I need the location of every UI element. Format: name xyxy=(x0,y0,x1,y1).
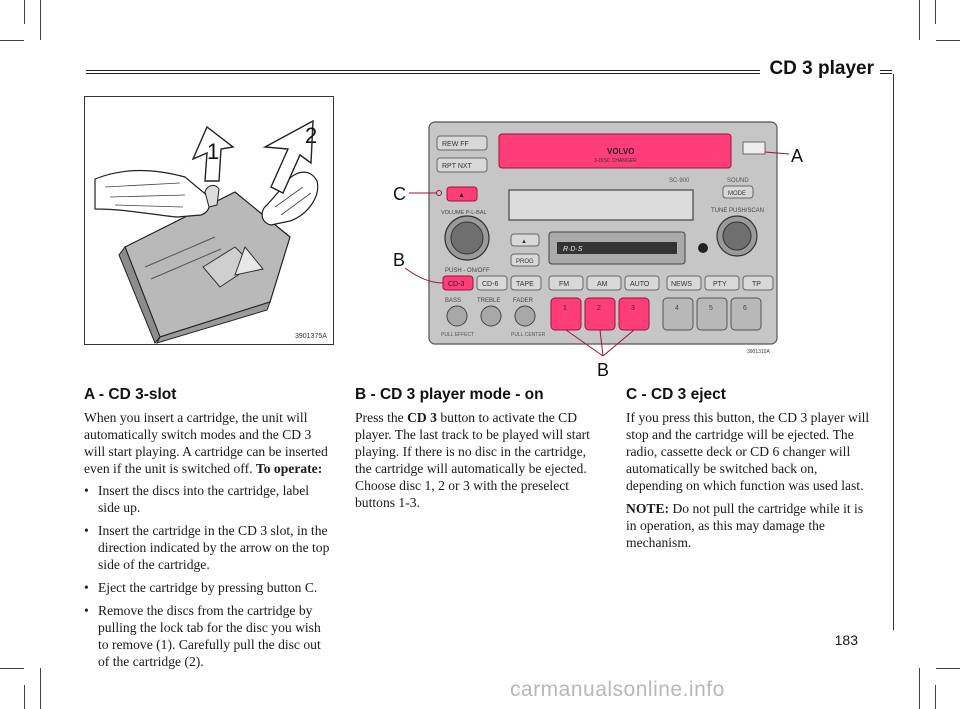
rew-ff-label: REW FF xyxy=(442,141,469,148)
mode-button-label: FM xyxy=(559,281,569,288)
figure-label-two: 2 xyxy=(305,123,317,148)
section-c-note: NOTE: Do not pull the cartridge while it… xyxy=(626,500,876,551)
callout-b-bottom: B xyxy=(597,360,609,380)
section-c: C - CD 3 eject If you press this button,… xyxy=(626,386,876,551)
eject-c-symbol: ▲ xyxy=(458,192,465,199)
tune-label: TUNE PUSH/SCAN xyxy=(711,208,764,214)
pull-label: PULL EFFECT xyxy=(441,332,474,338)
list-item: Remove the discs from the cartridge by p… xyxy=(84,602,330,670)
cartridge-illustration: 1 2 3901375A xyxy=(84,96,334,345)
section-a-intro: When you insert a cartridge, the unit wi… xyxy=(84,409,330,477)
rpt-nxt-label: RPT NXT xyxy=(442,163,473,170)
section-b-bold: CD 3 xyxy=(407,410,437,425)
figure-code-right: 3901310A xyxy=(747,349,770,355)
mode-button-label: AUTO xyxy=(630,281,650,288)
figure-code-left: 3901375A xyxy=(295,333,327,340)
sound-label: SOUND xyxy=(727,178,749,184)
preset-label: 3 xyxy=(631,305,635,312)
mode-button-label: PTY xyxy=(713,281,727,288)
preset-label: 5 xyxy=(709,305,713,312)
preset-label: 1 xyxy=(563,305,567,312)
section-b-pre: Press the xyxy=(355,410,408,425)
section-b: B - CD 3 player mode - on Press the CD 3… xyxy=(355,386,593,511)
figure-label-one: 1 xyxy=(207,139,219,164)
section-a: A - CD 3-slot When you insert a cartridg… xyxy=(84,386,330,676)
section-a-intro-bold: To operate: xyxy=(255,461,323,476)
section-b-body: Press the CD 3 button to activate the CD… xyxy=(355,409,593,511)
model-label: SC-900 xyxy=(669,178,690,184)
callout-b-left: B xyxy=(393,250,405,270)
list-item: Insert the discs into the cartridge, lab… xyxy=(84,482,330,516)
list-item: Eject the cartridge by pressing button C… xyxy=(84,579,330,596)
page-title: CD 3 player xyxy=(769,58,874,79)
knob-label: FADER xyxy=(513,298,534,304)
mode-button-label: TAPE xyxy=(516,281,534,288)
mode-button-label: AM xyxy=(597,281,608,288)
mode-button-label: CD-3 xyxy=(448,281,464,288)
power-label: PUSH - ON/OFF xyxy=(445,268,490,274)
device-subtitle: 3-DISC CHANGER xyxy=(594,158,637,164)
preset-label: 6 xyxy=(743,305,747,312)
mode-button-label: CD-6 xyxy=(482,281,498,288)
knob-label: BASS xyxy=(445,298,461,304)
pull-label: PULL CENTER xyxy=(511,332,546,338)
page-number: 183 xyxy=(834,632,858,648)
preset-label: 2 xyxy=(597,305,601,312)
section-b-heading: B - CD 3 player mode - on xyxy=(355,386,544,403)
section-a-heading: A - CD 3-slot xyxy=(84,386,177,403)
list-item: Insert the cartridge in the CD 3 slot, i… xyxy=(84,522,330,573)
header-rule xyxy=(86,70,760,74)
section-a-list: Insert the discs into the cartridge, lab… xyxy=(84,482,330,670)
eject-small-symbol: ▲ xyxy=(521,239,527,245)
mode-label: MODE xyxy=(728,191,746,197)
mode-button-label: TP xyxy=(752,281,761,288)
margin-line xyxy=(893,74,894,630)
mode-button-label: NEWS xyxy=(671,281,692,288)
prog-label: PROG xyxy=(516,259,534,265)
section-c-heading: C - CD 3 eject xyxy=(626,386,726,403)
volume-label: VOLUME P-L-BAL xyxy=(441,210,487,216)
callout-c: C xyxy=(393,184,406,204)
rds-label: R·D·S xyxy=(563,246,583,253)
watermark: carmanualsonline.info xyxy=(510,678,725,701)
brand-logo: VOLVO xyxy=(607,147,634,156)
note-label: NOTE: xyxy=(626,501,670,516)
note-body: Do not pull the cartridge while it is in… xyxy=(626,501,864,550)
section-a-intro-text: When you insert a cartridge, the unit wi… xyxy=(84,410,328,476)
section-c-body: If you press this button, the CD 3 playe… xyxy=(626,410,870,493)
section-b-post: button to activate the CD player. The la… xyxy=(355,410,590,510)
knob-label: TREBLE xyxy=(477,298,500,304)
header-rule-right xyxy=(880,70,892,74)
callout-a: A xyxy=(791,146,803,166)
preset-label: 4 xyxy=(675,305,679,312)
radio-unit-illustration: VOLVO 3-DISC CHANGER REW FF RPT NXT ▲ SC… xyxy=(385,96,825,386)
